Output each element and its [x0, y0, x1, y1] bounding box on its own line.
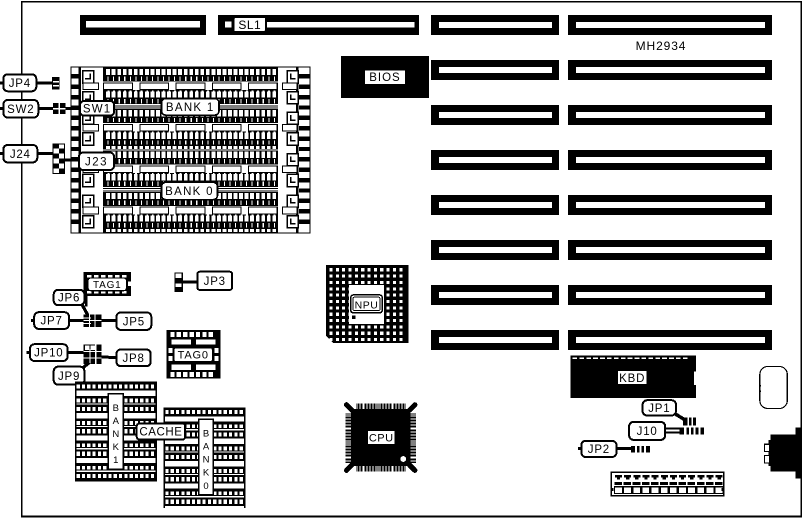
svg-text:NPU: NPU — [355, 299, 379, 311]
svg-text:BIOS: BIOS — [369, 72, 400, 84]
svg-text:N: N — [203, 455, 210, 466]
svg-text:B: B — [113, 403, 119, 414]
svg-text:JP6: JP6 — [58, 293, 80, 305]
svg-text:TAG1: TAG1 — [93, 280, 122, 291]
svg-text:JP4: JP4 — [9, 78, 31, 90]
svg-text:B: B — [203, 428, 209, 439]
svg-text:JP9: JP9 — [58, 371, 80, 383]
svg-text:JP2: JP2 — [588, 444, 610, 456]
svg-text:K: K — [203, 468, 210, 479]
svg-text:N: N — [112, 429, 119, 440]
svg-text:1: 1 — [113, 455, 118, 466]
svg-text:JP5: JP5 — [123, 316, 145, 328]
svg-text:JP3: JP3 — [204, 276, 226, 288]
svg-text:J23: J23 — [85, 156, 108, 168]
svg-text:BANK 1: BANK 1 — [166, 102, 215, 114]
svg-text:J24: J24 — [10, 149, 31, 161]
svg-text:CPU: CPU — [369, 433, 394, 445]
svg-text:JP8: JP8 — [122, 353, 144, 365]
svg-text:BANK 0: BANK 0 — [165, 186, 214, 198]
svg-text:K: K — [113, 442, 120, 453]
svg-text:0: 0 — [203, 481, 208, 492]
svg-text:MH2934: MH2934 — [636, 39, 687, 53]
svg-text:JP1: JP1 — [648, 403, 670, 415]
svg-text:JP7: JP7 — [40, 316, 62, 328]
svg-text:JP10: JP10 — [34, 348, 63, 360]
svg-text:A: A — [113, 416, 120, 427]
svg-text:CACHE: CACHE — [139, 427, 182, 439]
svg-text:SW2: SW2 — [7, 104, 34, 116]
svg-text:KBD: KBD — [619, 373, 645, 385]
svg-text:A: A — [203, 442, 210, 453]
svg-text:TAG0: TAG0 — [178, 350, 209, 362]
svg-text:SL1: SL1 — [238, 18, 261, 32]
svg-text:SW1: SW1 — [83, 103, 112, 115]
svg-text:J10: J10 — [637, 426, 658, 438]
